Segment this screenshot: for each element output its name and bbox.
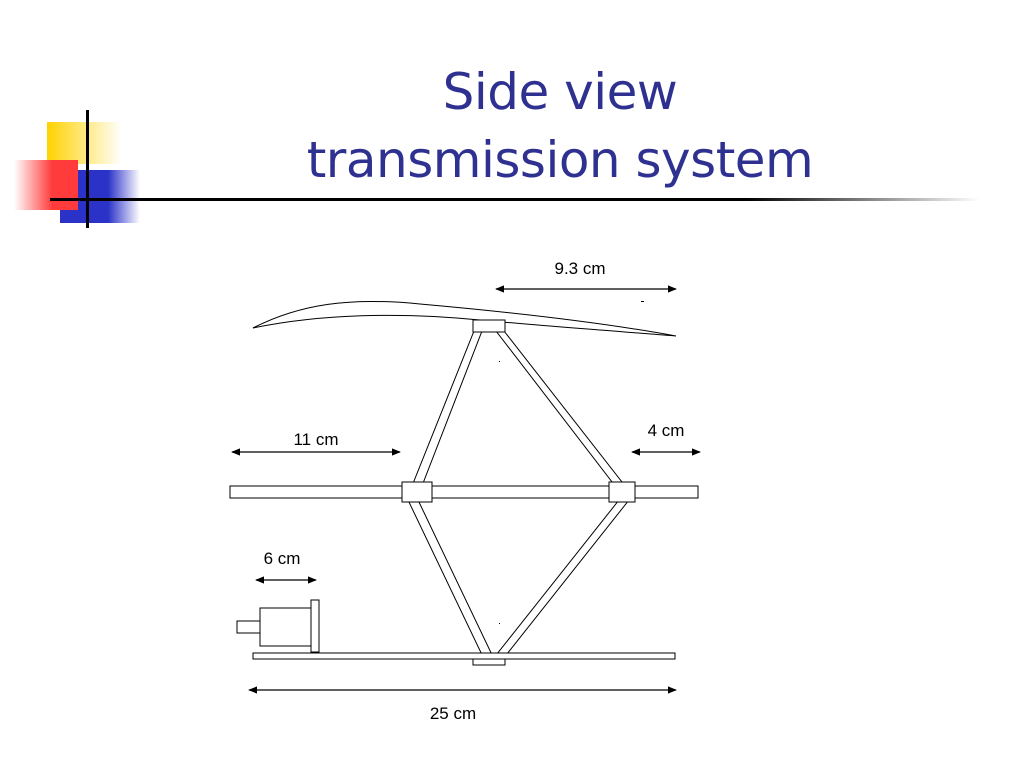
tiny-mark xyxy=(499,623,500,624)
title-rule-line xyxy=(50,198,980,201)
label-top-span: 9.3 cm xyxy=(554,259,605,278)
label-base-span: 25 cm xyxy=(430,704,476,723)
tiny-mark xyxy=(499,361,500,362)
joint-block-middle-right xyxy=(608,481,636,503)
joint-block-bottom xyxy=(472,658,506,666)
wing-profile xyxy=(252,300,677,337)
joint-block-top xyxy=(472,319,506,333)
link-bar-lower-right xyxy=(491,499,631,660)
decorative-corner-graphic xyxy=(14,110,980,228)
motor-shaft xyxy=(236,620,261,634)
deco-yellow-square xyxy=(47,122,122,164)
link-bar-upper-right xyxy=(494,330,631,492)
tiny-mark xyxy=(641,301,644,302)
page-title: Side view transmission system xyxy=(200,58,920,194)
middle-rod xyxy=(229,485,699,499)
label-right-span: 4 cm xyxy=(648,421,685,440)
base-rod xyxy=(252,652,676,660)
deco-vertical-line xyxy=(86,110,89,228)
title-line-1: Side view xyxy=(442,63,678,121)
title-line-2: transmission system xyxy=(306,131,814,189)
motor-flange xyxy=(310,599,320,653)
label-motor-span: 6 cm xyxy=(264,549,301,568)
motor-body xyxy=(259,607,312,647)
link-bar-lower-left xyxy=(407,499,495,660)
joint-block-middle-left xyxy=(401,481,433,503)
label-left-span: 11 cm xyxy=(293,430,338,449)
link-bar-upper-left xyxy=(409,330,483,492)
deco-red-square xyxy=(14,160,78,210)
